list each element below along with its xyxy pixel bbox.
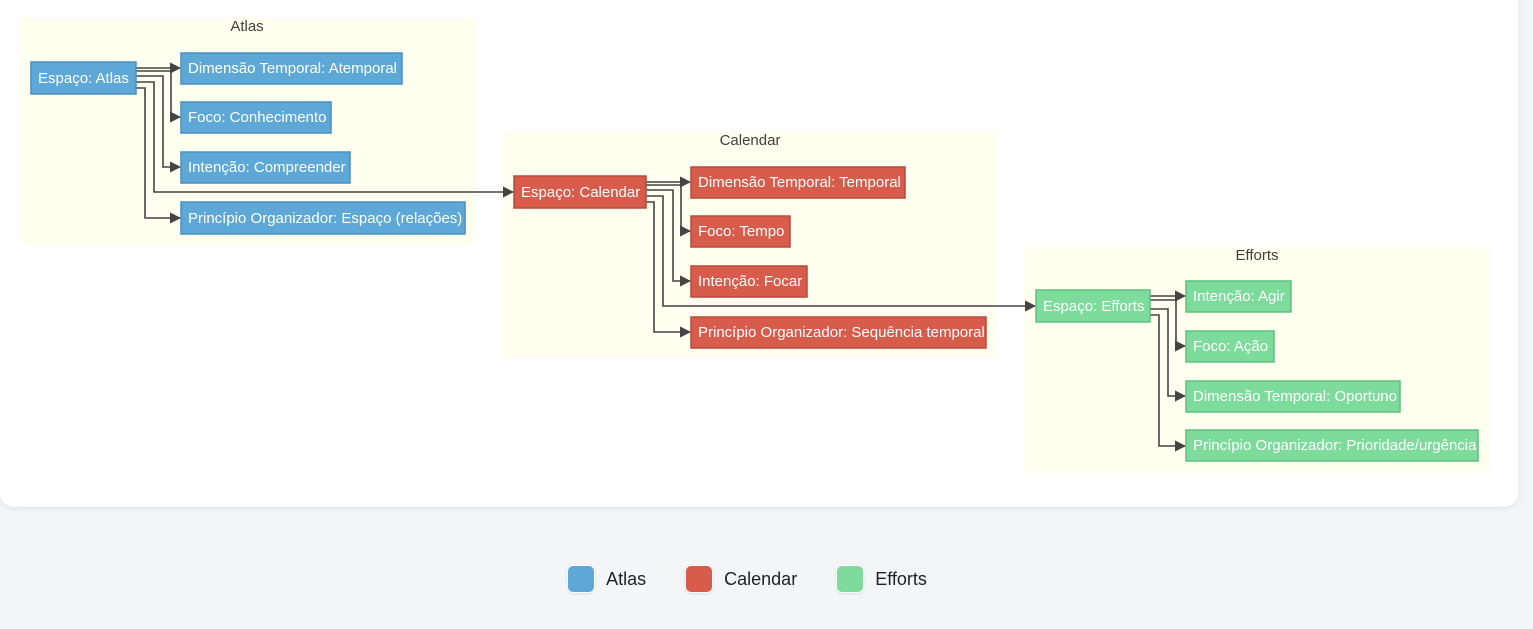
edge-atlas-calendar bbox=[136, 81, 515, 198]
node-label: Dimensão Temporal: Oportuno bbox=[1193, 388, 1397, 405]
node-efforts-principio[interactable]: Princípio Organizador: Prioridade/urgênc… bbox=[1185, 429, 1479, 462]
edge-calendar-foco bbox=[646, 184, 692, 237]
edge-efforts-principio bbox=[1150, 314, 1187, 452]
legend-swatch-efforts bbox=[837, 566, 864, 592]
legend-label-atlas: Atlas bbox=[606, 568, 647, 589]
node-calendar-root[interactable]: Espaço: Calendar bbox=[513, 175, 647, 209]
edges-efforts bbox=[1150, 290, 1187, 452]
cluster-title-calendar: Calendar bbox=[720, 132, 781, 149]
node-atlas-temporal[interactable]: Dimensão Temporal: Atemporal bbox=[180, 52, 403, 85]
node-label: Intenção: Focar bbox=[698, 273, 802, 290]
node-efforts-temporal[interactable]: Dimensão Temporal: Oportuno bbox=[1185, 380, 1401, 413]
legend-item-calendar[interactable]: Calendar bbox=[686, 566, 797, 592]
node-calendar-intencao[interactable]: Intenção: Focar bbox=[690, 265, 808, 298]
edge-calendar-intencao bbox=[646, 189, 692, 287]
cluster-title-efforts: Efforts bbox=[1235, 247, 1278, 264]
node-efforts-intencao[interactable]: Intenção: Agir bbox=[1185, 280, 1292, 313]
node-label: Dimensão Temporal: Atemporal bbox=[188, 60, 397, 77]
node-atlas-root[interactable]: Espaço: Atlas bbox=[30, 61, 137, 95]
node-calendar-temporal[interactable]: Dimensão Temporal: Temporal bbox=[690, 166, 906, 199]
node-label: Princípio Organizador: Espaço (relações) bbox=[188, 210, 462, 227]
node-label: Espaço: Calendar bbox=[521, 184, 640, 201]
node-label: Intenção: Agir bbox=[1193, 288, 1285, 305]
node-calendar-foco[interactable]: Foco: Tempo bbox=[690, 215, 791, 248]
node-label: Princípio Organizador: Sequência tempora… bbox=[698, 324, 985, 341]
node-label: Foco: Tempo bbox=[698, 223, 784, 240]
legend: Atlas Calendar Efforts bbox=[0, 566, 1495, 592]
node-atlas-foco[interactable]: Foco: Conhecimento bbox=[180, 101, 332, 134]
node-label: Foco: Ação bbox=[1193, 338, 1268, 355]
node-label: Dimensão Temporal: Temporal bbox=[698, 174, 901, 191]
flow-diagram: Atlas Calendar Efforts Espaço: Atlas Dim… bbox=[19, 18, 1490, 473]
node-efforts-root[interactable]: Espaço: Efforts bbox=[1035, 289, 1151, 323]
edges-atlas bbox=[136, 62, 515, 224]
edge-efforts-temporal bbox=[1150, 308, 1187, 402]
edge-atlas-intencao bbox=[136, 75, 182, 173]
legend-label-calendar: Calendar bbox=[724, 568, 798, 589]
cluster-title-atlas: Atlas bbox=[230, 18, 263, 35]
node-label: Espaço: Atlas bbox=[38, 70, 129, 87]
edge-calendar-efforts bbox=[646, 195, 1037, 312]
legend-item-efforts[interactable]: Efforts bbox=[837, 566, 927, 592]
node-atlas-principio[interactable]: Princípio Organizador: Espaço (relações) bbox=[180, 201, 466, 235]
legend-swatch-calendar bbox=[686, 566, 713, 592]
legend-label-efforts: Efforts bbox=[875, 568, 927, 589]
node-label: Foco: Conhecimento bbox=[188, 109, 326, 126]
node-atlas-intencao[interactable]: Intenção: Compreender bbox=[180, 151, 351, 184]
edges-calendar bbox=[646, 176, 1037, 338]
edge-efforts-foco bbox=[1150, 299, 1187, 352]
node-label: Intenção: Compreender bbox=[188, 159, 346, 176]
edge-atlas-foco bbox=[136, 70, 182, 123]
node-label: Princípio Organizador: Prioridade/urgênc… bbox=[1193, 437, 1477, 454]
legend-swatch-atlas bbox=[568, 566, 595, 592]
edge-calendar-principio bbox=[646, 201, 692, 338]
edge-atlas-principio bbox=[136, 87, 182, 224]
legend-item-atlas[interactable]: Atlas bbox=[568, 566, 646, 592]
node-efforts-foco[interactable]: Foco: Ação bbox=[1185, 330, 1275, 363]
node-calendar-principio[interactable]: Princípio Organizador: Sequência tempora… bbox=[690, 316, 987, 349]
node-label: Espaço: Efforts bbox=[1043, 298, 1144, 315]
